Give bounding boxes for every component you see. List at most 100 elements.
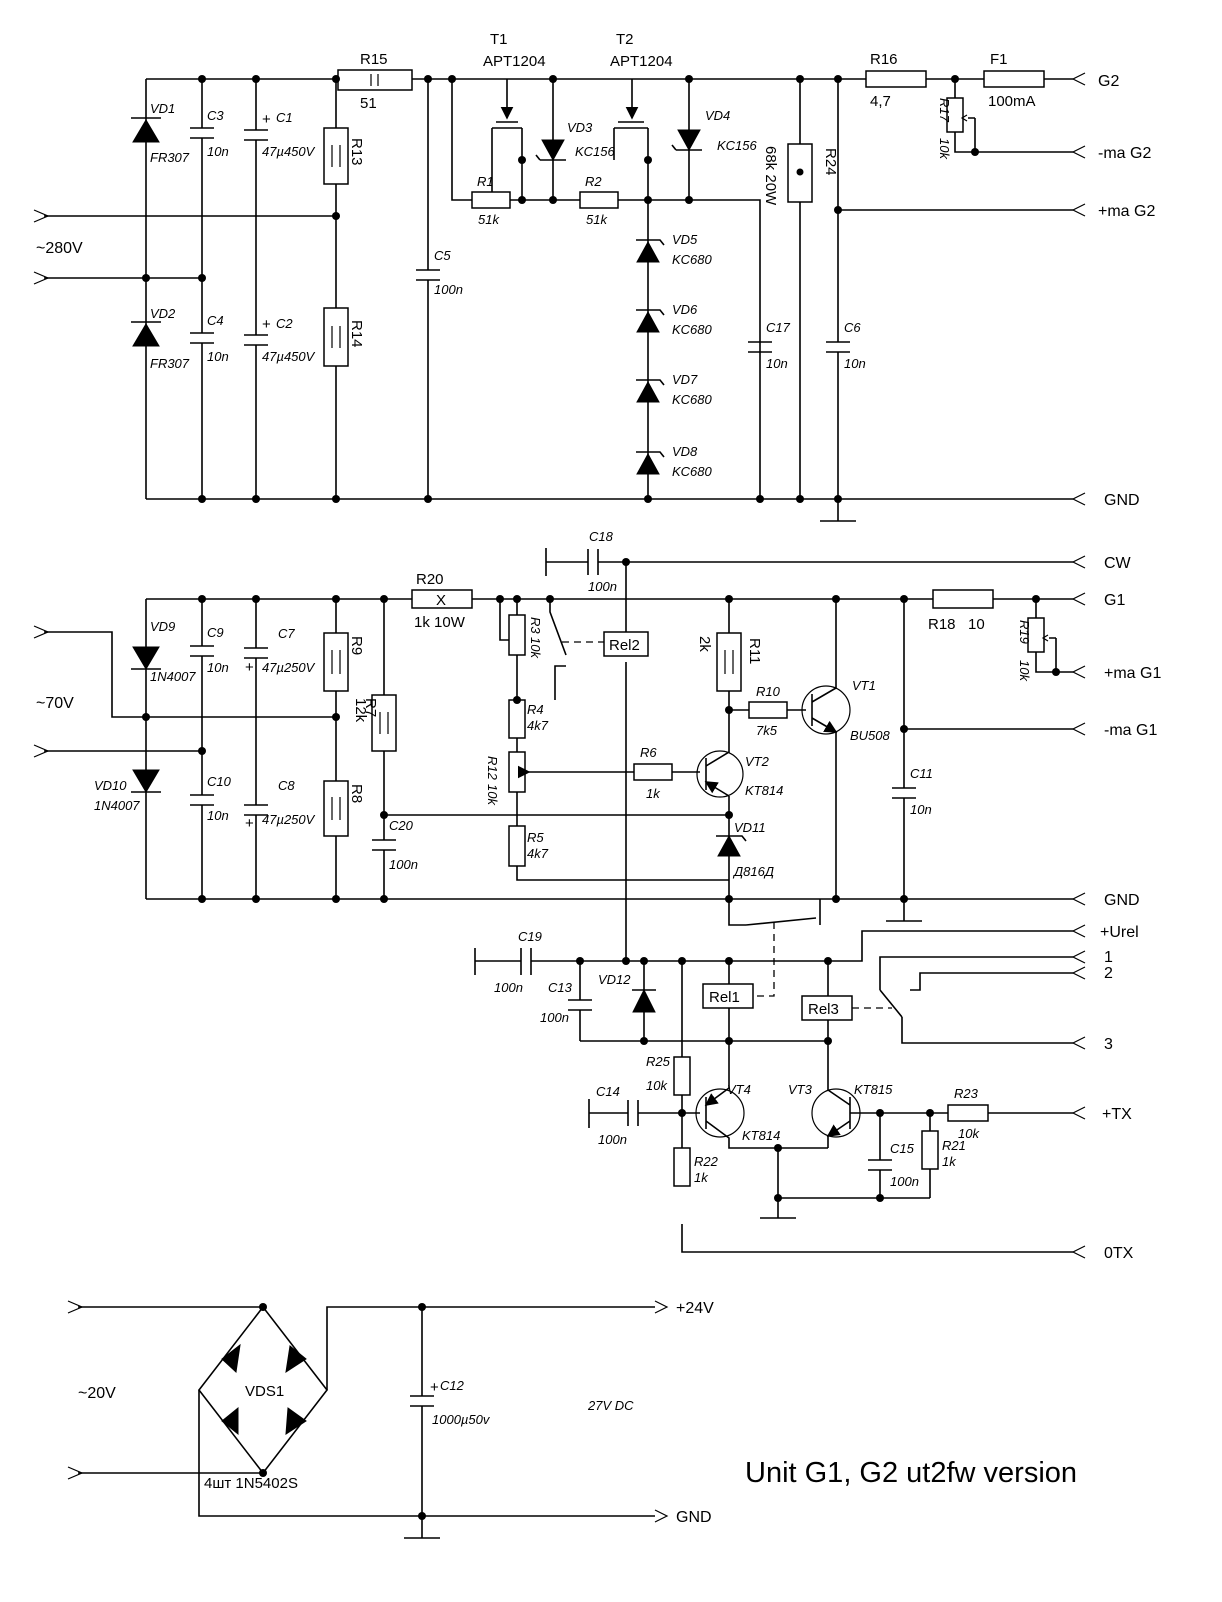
svg-text:+: +: [430, 1379, 439, 1396]
r15-ref: R15: [360, 51, 388, 68]
r15-value: 51: [360, 95, 377, 112]
r18-ref: R18: [928, 616, 956, 633]
resistor-r25: [673, 1056, 691, 1096]
mosfet-t2: [613, 79, 649, 499]
c20-value: 100n: [389, 857, 418, 872]
c3-ref: C3: [207, 108, 224, 123]
g2-supply-section: VD1 FR307 VD2 FR307 C3 10n C4 10n ++ C1 …: [33, 31, 1155, 522]
r3-ref: R3: [528, 617, 543, 634]
c9-ref: C9: [207, 625, 224, 640]
c14-value: 100n: [598, 1132, 627, 1147]
low-supply-section: + VDS1 4шт 1N5402S C12 1000µ50v 27V DC ~…: [67, 1300, 714, 1539]
svg-text:+: +: [262, 316, 271, 333]
c13-ref: C13: [548, 980, 573, 995]
relay-rel2: [603, 631, 649, 657]
r24-ref: R24: [822, 148, 839, 176]
r2-ref: R2: [585, 174, 602, 189]
r16-ref: R16: [870, 51, 898, 68]
rel2-label: Rel2: [609, 637, 640, 654]
r23-value: 10k: [958, 1126, 980, 1141]
r20-mark: X: [436, 592, 446, 609]
c5-ref: C5: [434, 248, 451, 263]
c1-ref: C1: [276, 110, 293, 125]
r22-value: 1k: [694, 1170, 709, 1185]
resistor-r8: [323, 780, 349, 837]
vd6-ref: VD6: [672, 302, 698, 317]
vd4-ref: VD4: [705, 108, 730, 123]
terminal-g2: G2: [1098, 73, 1119, 90]
r20-value: 1k 10W: [414, 614, 466, 631]
r18-value: 10: [968, 616, 985, 633]
resistor-r22: [673, 1147, 691, 1187]
terminal-ma-g2-neg: -ma G2: [1098, 145, 1151, 162]
terminal-2: 2: [1104, 965, 1113, 982]
c7-value: 47µ250V: [262, 660, 316, 675]
terminal-gnd-mid: GND: [1104, 892, 1140, 909]
c10-ref: C10: [207, 774, 232, 789]
r25-ref: R25: [646, 1054, 671, 1069]
resistor-r6: [633, 763, 673, 781]
c4-ref: C4: [207, 313, 224, 328]
c19-ref: C19: [518, 929, 542, 944]
junctions-relay: [576, 957, 934, 1202]
vd2-value: FR307: [150, 356, 190, 371]
junctions-mid: [142, 558, 1060, 903]
terminal-ma-g1-pos: +ma G1: [1104, 665, 1161, 682]
r21-ref: R21: [942, 1138, 966, 1153]
resistor-r7: [371, 694, 397, 752]
f1-value: 100mA: [988, 93, 1036, 110]
terminal-gnd-low: GND: [676, 1509, 712, 1526]
r3-value: 10k: [528, 637, 543, 659]
mosfet-t1: [451, 79, 523, 201]
c13-value: 100n: [540, 1010, 569, 1025]
r24-value: 68k 20W: [762, 146, 779, 206]
transistor-vt1: [801, 599, 851, 899]
vt1-ref: VT1: [852, 678, 876, 693]
f1-ref: F1: [990, 51, 1008, 68]
terminal-ma-g1-neg: -ma G1: [1104, 722, 1157, 739]
r21-value: 1k: [942, 1154, 957, 1169]
c6-ref: C6: [844, 320, 861, 335]
relay-section: C19 100n C13 100n VD12 Rel1 Rel3 +Urel 1…: [474, 899, 1139, 1262]
vd8-ref: VD8: [672, 444, 698, 459]
transistor-vt2: [696, 710, 744, 815]
c19-value: 100n: [494, 980, 523, 995]
vd3-ref: VD3: [567, 120, 593, 135]
c1-value: 47µ450V: [262, 144, 316, 159]
r25-value: 10k: [646, 1078, 668, 1093]
r11-ref: R11: [746, 638, 763, 664]
c7-ref: C7: [278, 626, 295, 641]
vt1-value: BU508: [850, 728, 891, 743]
vd5-ref: VD5: [672, 232, 698, 247]
c4-value: 10n: [207, 349, 229, 364]
vt4-ref: VT4: [727, 1082, 751, 1097]
r16-value: 4,7: [870, 93, 891, 110]
r22-ref: R22: [694, 1154, 719, 1169]
c11-ref: C11: [910, 766, 933, 781]
input-20v: ~20V: [78, 1385, 116, 1402]
c18-ref: C18: [589, 529, 614, 544]
t2-value: APT1204: [610, 53, 673, 70]
terminal-urel: +Urel: [1100, 924, 1139, 941]
diode-vd2: [131, 321, 161, 347]
c6-value: 10n: [844, 356, 866, 371]
r4-value: 4k7: [527, 718, 549, 733]
r10-value: 7k5: [756, 723, 778, 738]
r17-value: 10k: [937, 138, 952, 160]
r12-ref: R12: [485, 756, 500, 781]
terminal-g1: G1: [1104, 592, 1125, 609]
c20-ref: C20: [389, 818, 414, 833]
c8-ref: C8: [278, 778, 295, 793]
c17-value: 10n: [766, 356, 788, 371]
terminal-tx-pos: +TX: [1102, 1106, 1132, 1123]
vd12-ref: VD12: [598, 972, 631, 987]
r1-value: 51k: [478, 212, 500, 227]
vd10-ref: VD10: [94, 778, 127, 793]
r23-ref: R23: [954, 1086, 979, 1101]
r17-ref: R17: [937, 98, 952, 123]
input-280v: ~280V: [36, 240, 83, 257]
resistor-r10: [748, 701, 788, 719]
vd1-ref: VD1: [150, 101, 175, 116]
resistor-r9: [323, 632, 349, 692]
terminal-24v: +24V: [676, 1300, 714, 1317]
